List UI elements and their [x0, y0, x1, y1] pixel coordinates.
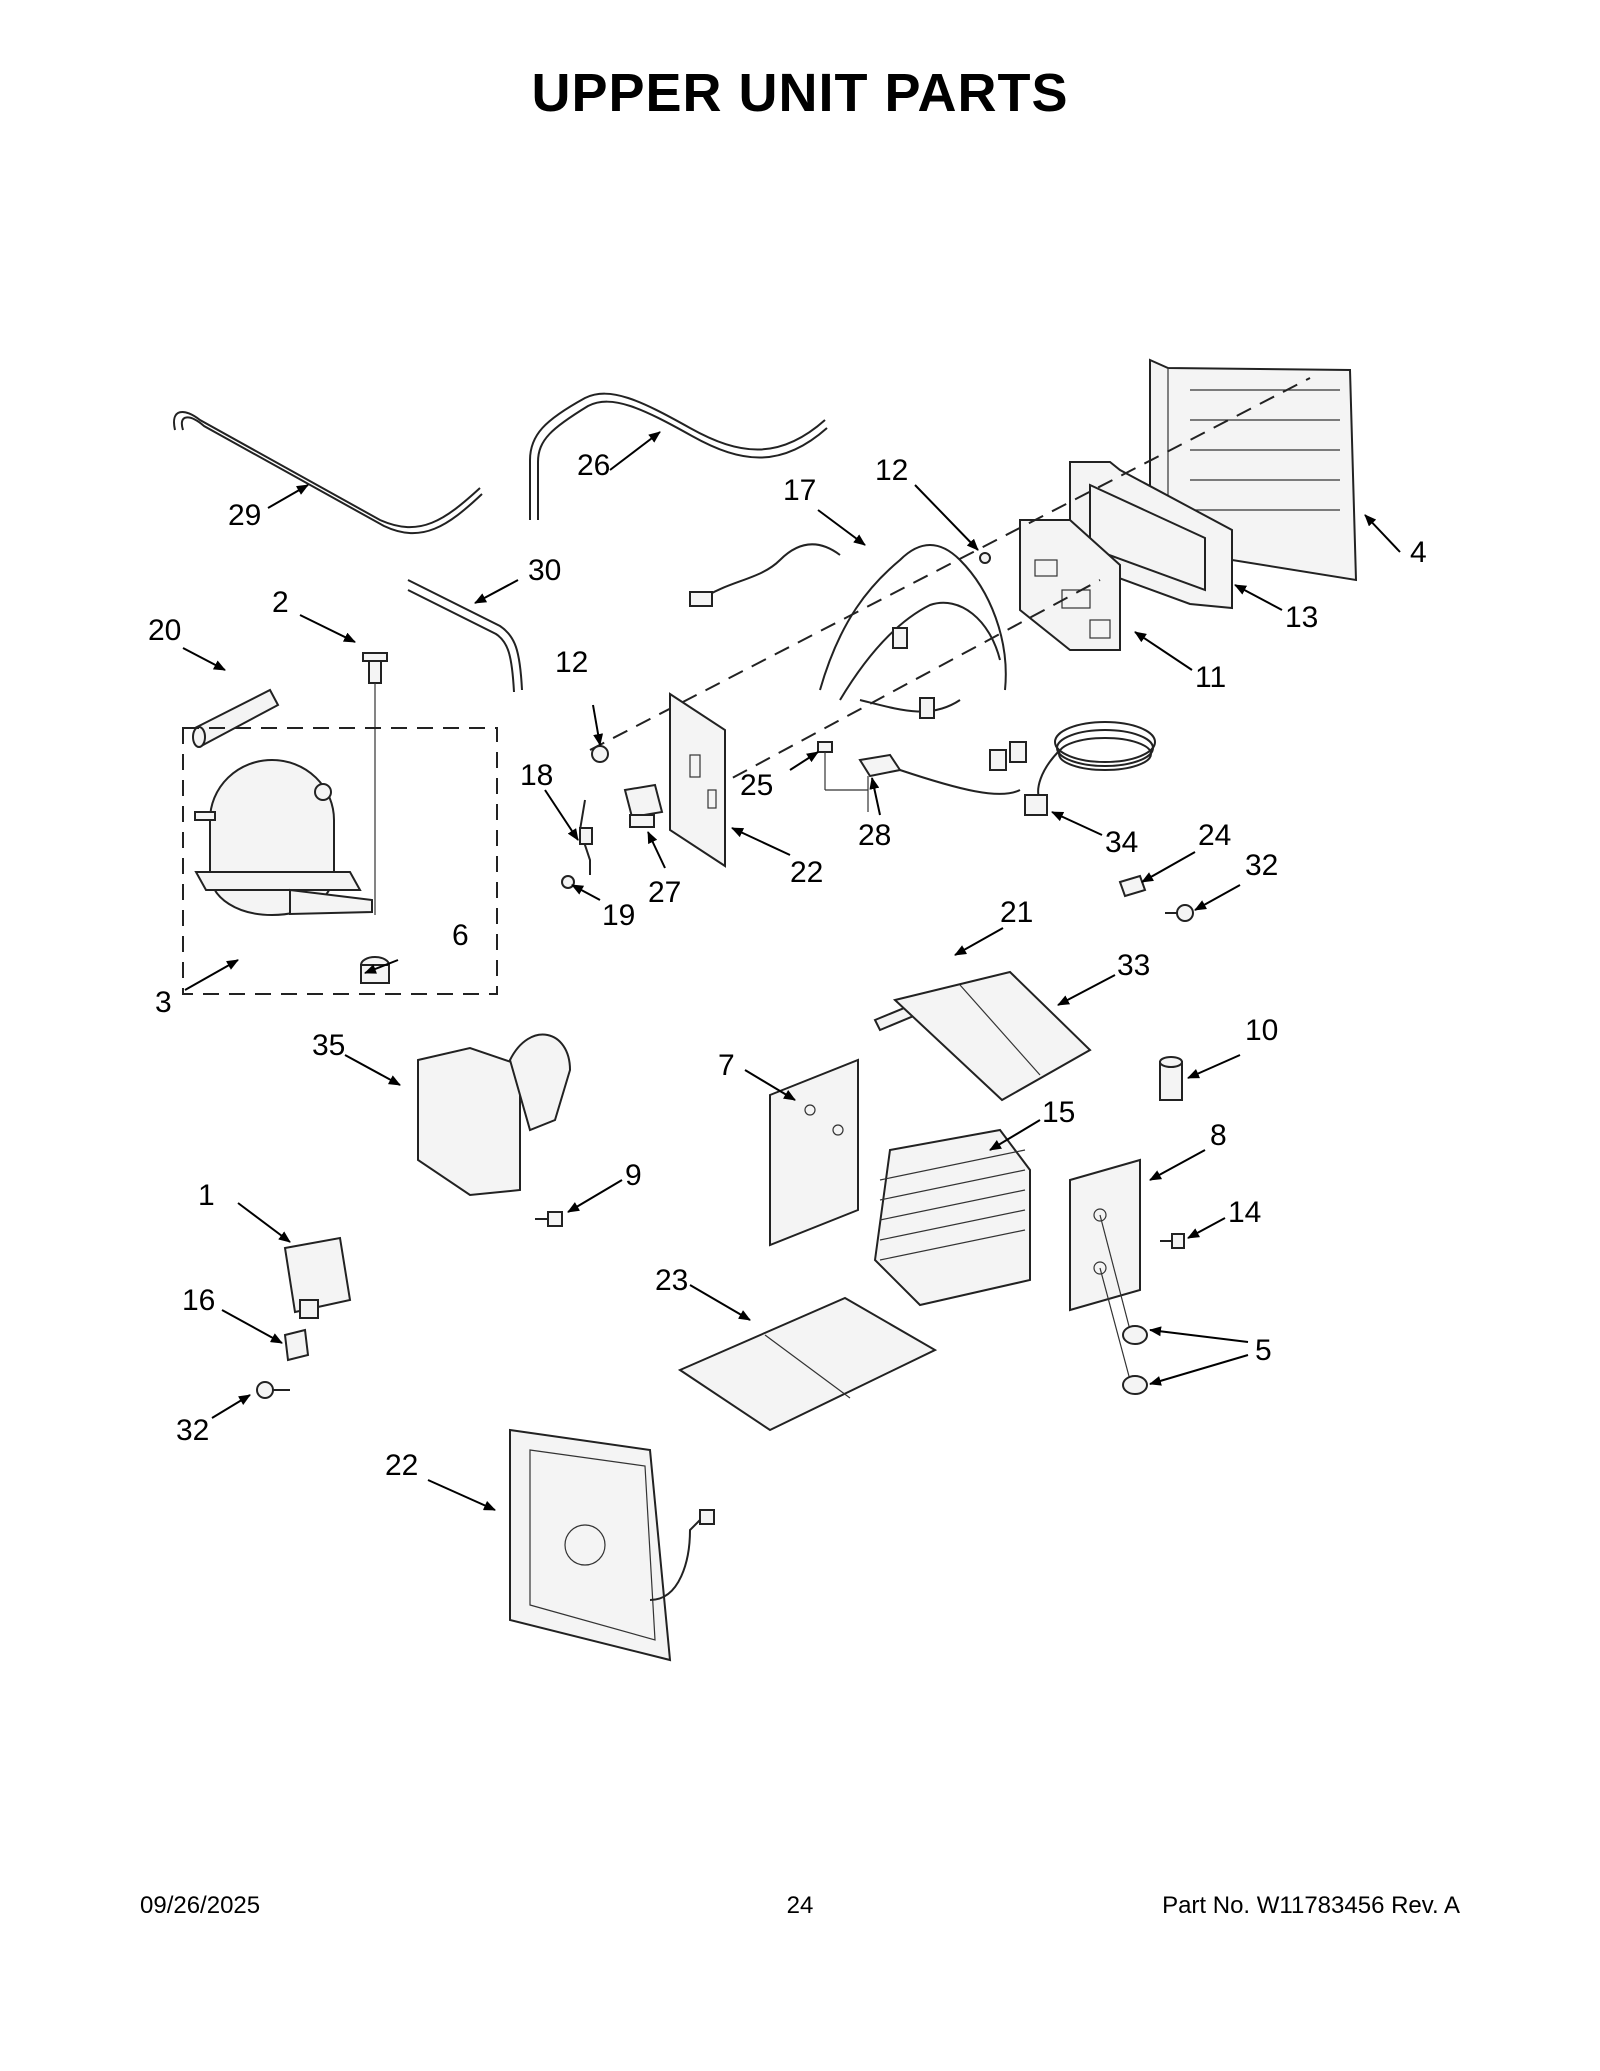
filter-drier-part-21	[192, 688, 280, 748]
cover-part-33	[892, 970, 1092, 1102]
callout-25: 24	[1198, 819, 1231, 852]
screw-part-15	[1160, 1233, 1185, 1249]
callout-12-lower: 12	[555, 646, 588, 679]
callout-23: 22	[385, 1449, 418, 1482]
callout-17: 17	[783, 474, 816, 507]
callout-31: 30	[528, 554, 561, 587]
callout-5: 5	[1255, 1334, 1272, 1367]
leader-arrows	[182, 431, 1401, 1511]
callout-20: 21	[1000, 896, 1033, 929]
screw-part-26	[817, 741, 868, 791]
callout-24: 23	[655, 1264, 688, 1297]
bracket-part-7	[769, 1058, 859, 1247]
control-board-part-11	[1019, 519, 1121, 651]
callout-29: 28	[858, 819, 891, 852]
callout-labels: 29 26 30 2 20 17 12 4 13 11 12 18 19 27 …	[148, 449, 1427, 1482]
tube-part-31	[407, 579, 523, 693]
tube-part-30	[173, 411, 483, 535]
footer-date: 09/26/2025	[140, 1892, 261, 1919]
callout-15: 14	[1228, 1196, 1261, 1229]
callout-27: 26	[577, 449, 610, 482]
footer-part-number: Part No. W11783456 Rev. A	[1162, 1892, 1460, 1919]
screw-part-32-lower	[256, 1381, 290, 1399]
clip-part-13	[283, 1328, 310, 1362]
screw-part-12	[591, 552, 991, 763]
callout-14: 13	[1285, 601, 1318, 634]
callout-26: 25	[740, 769, 773, 802]
housing-part-35	[417, 1033, 572, 1197]
callout-22: 22	[790, 856, 823, 889]
callout-10: 10	[1245, 1014, 1278, 1047]
callout-18: 18	[520, 759, 553, 792]
callout-33: 33	[1117, 949, 1150, 982]
callout-2: 2	[272, 586, 289, 619]
grommets-part-5	[1122, 1325, 1148, 1395]
clip-part-25	[1118, 874, 1147, 898]
screw-part-19	[561, 875, 575, 889]
callout-3: 3	[155, 986, 172, 1019]
cover-plate-part-24	[677, 1296, 938, 1432]
callout-34: 34	[1105, 826, 1138, 859]
callout-13: 16	[182, 1284, 215, 1317]
cord-part-34	[1024, 721, 1156, 816]
callout-7: 7	[718, 1049, 735, 1082]
callout-35: 35	[312, 1029, 345, 1062]
wire-harness-part-17	[689, 543, 1027, 771]
callout-16: 15	[1042, 1096, 1075, 1129]
spacer-part-10	[1159, 1056, 1183, 1101]
evaporator-part-16	[873, 1128, 1031, 1307]
callout-32-upper: 32	[1245, 849, 1278, 882]
callout-1: 1	[198, 1179, 215, 1212]
start-device-part-1	[283, 1236, 352, 1319]
sensor-part-18	[578, 799, 593, 875]
tube-part-27	[529, 392, 828, 520]
screw-part-9	[535, 1211, 563, 1227]
callout-19: 19	[602, 899, 635, 932]
relay-part-29	[858, 753, 1021, 812]
fan-assembly-part-23	[509, 1428, 715, 1662]
callout-21: 20	[148, 614, 181, 647]
callout-9: 9	[625, 1159, 642, 1192]
callout-11: 11	[1195, 661, 1226, 694]
callout-32-lower: 32	[176, 1414, 209, 1447]
callout-8: 8	[1210, 1119, 1227, 1152]
bolt-part-2	[362, 652, 388, 915]
compressor-assembly-part-3	[182, 727, 498, 995]
footer-page-number: 24	[786, 1892, 814, 1919]
page-title: UPPER UNIT PARTS	[531, 63, 1069, 123]
callout-6: 6	[452, 919, 469, 952]
callout-4: 4	[1410, 536, 1427, 569]
callout-30: 29	[228, 499, 261, 532]
callout-28: 27	[648, 876, 681, 909]
bracket-part-8	[1069, 1158, 1141, 1381]
screw-part-32-upper	[1165, 904, 1194, 922]
alignment-lines	[589, 377, 1311, 791]
switch-part-28	[623, 783, 664, 828]
bracket-part-22	[669, 692, 726, 868]
callout-12-upper: 12	[875, 454, 908, 487]
